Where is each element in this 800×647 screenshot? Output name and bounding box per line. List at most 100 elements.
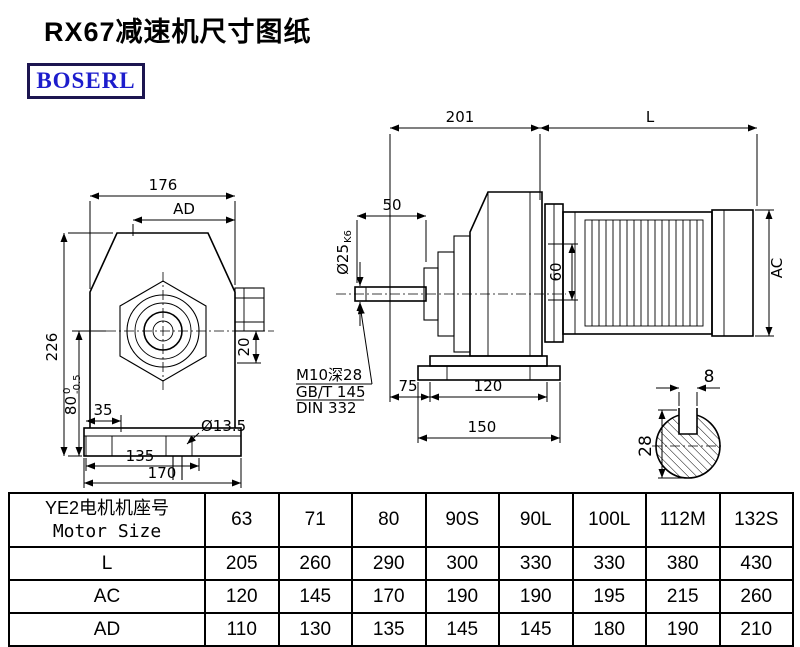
value-cell: 205 — [204, 546, 280, 581]
dim-226: 226 — [43, 232, 113, 457]
value-cell: 330 — [498, 546, 574, 581]
value-cell: 330 — [571, 546, 647, 581]
dim-135-label: 135 — [126, 447, 155, 465]
size-cell: 80 — [351, 492, 427, 548]
value-cell: 170 — [351, 579, 427, 614]
value-cell: 430 — [718, 546, 794, 581]
table-header-row: YE2电机机座号 Motor Size 63 71 80 90S 90L 100… — [8, 492, 794, 548]
value-cell: 120 — [204, 579, 280, 614]
dim-60-label: 60 — [547, 262, 565, 281]
dim-35-label: 35 — [93, 401, 112, 419]
dim-80-label: 80 — [62, 396, 80, 415]
brand-logo-text: BOSERL — [36, 68, 136, 93]
value-cell: 300 — [424, 546, 500, 581]
dim-8: 8 — [656, 367, 720, 406]
dim-50-label: 50 — [382, 196, 401, 214]
keyway-slot — [678, 408, 698, 435]
value-cell: 130 — [277, 612, 353, 647]
dim-20: 20 — [235, 331, 261, 364]
gearbox-base — [83, 427, 242, 457]
dim-20-label: 20 — [235, 337, 253, 356]
dim-176-label: 176 — [149, 176, 178, 194]
dim-L-label: L — [646, 108, 655, 126]
dim-AD: AD — [132, 200, 235, 236]
dim-150: 150 — [417, 382, 561, 443]
value-cell: 110 — [204, 612, 280, 647]
motor-size-table: YE2电机机座号 Motor Size 63 71 80 90S 90L 100… — [8, 492, 794, 647]
gearbox-housing-outline — [89, 232, 236, 428]
size-cell: 90L — [498, 492, 574, 548]
gearbox-body — [469, 191, 543, 357]
value-cell: 190 — [498, 579, 574, 614]
size-cell: 63 — [204, 492, 280, 548]
size-cell: 100L — [571, 492, 647, 548]
dim-170-label: 170 — [148, 464, 177, 482]
value-cell: 195 — [571, 579, 647, 614]
dim-28: 28 — [636, 409, 686, 479]
side-view: 201 L 50 Ø25 K6 60 — [296, 108, 786, 443]
dim-75-120: 75 120 — [390, 377, 548, 402]
size-cell: 112M — [645, 492, 721, 548]
dim-135: 135 — [85, 447, 200, 471]
value-cell: 215 — [645, 579, 721, 614]
motor-cooling-fins — [584, 219, 704, 327]
value-cell: 190 — [645, 612, 721, 647]
value-cell: 260 — [718, 579, 794, 614]
value-cell: 135 — [351, 612, 427, 647]
dim-170: 170 — [83, 458, 242, 488]
dim-226-label: 226 — [43, 333, 61, 362]
dim-AC-label: AC — [768, 258, 786, 278]
technical-drawing: 176 AD 226 80 0 -0.5 — [43, 108, 786, 488]
dim-AC: AC — [755, 209, 786, 337]
dim-201-label: 201 — [446, 108, 475, 126]
header-motor-size-cell: YE2电机机座号 Motor Size — [8, 492, 206, 548]
thread-notes: M10深28 GB/T 145 DIN 332 — [296, 304, 373, 417]
dim-8-label: 8 — [704, 367, 715, 387]
front-view: 176 AD 226 80 0 -0.5 — [43, 176, 274, 488]
table-row-AD: AD 110 130 135 145 145 180 190 210 — [8, 612, 794, 647]
dim-50: 50 — [356, 196, 427, 283]
dim-hole-13-5: Ø13.5 — [186, 417, 246, 445]
dim-80-tol-upper: 0 — [62, 388, 73, 394]
row-label: AC — [8, 579, 206, 614]
value-cell: 190 — [424, 579, 500, 614]
header-motor-size-en: Motor Size — [52, 521, 162, 542]
size-cell: 132S — [718, 492, 794, 548]
value-cell: 210 — [718, 612, 794, 647]
dim-shaft-diameter: Ø25 K6 — [334, 230, 364, 326]
value-cell: 290 — [351, 546, 427, 581]
page-title: RX67减速机尺寸图纸 — [44, 17, 312, 47]
shaft-fit-label: K6 — [343, 230, 354, 243]
value-cell: 180 — [571, 612, 647, 647]
foot-section-left — [85, 435, 113, 457]
motor-fan-cover — [711, 209, 754, 337]
input-shaft-box — [234, 287, 265, 332]
foot-section-right — [165, 435, 193, 457]
size-cell: 71 — [277, 492, 353, 548]
dim-35: 35 — [86, 401, 122, 432]
table-row-AC: AC 120 145 170 190 190 195 215 260 — [8, 579, 794, 614]
thread-note-m10: M10深28 — [296, 366, 362, 384]
table-row-L: L 205 260 290 300 330 330 380 430 — [8, 546, 794, 581]
dim-150-label: 150 — [468, 418, 497, 436]
dim-AD-label: AD — [173, 200, 195, 218]
value-cell: 145 — [498, 612, 574, 647]
dim-75-label: 75 — [398, 377, 417, 395]
value-cell: 145 — [277, 579, 353, 614]
dim-176: 176 — [89, 176, 236, 289]
motor — [544, 203, 754, 343]
dim-201-L: 201 L — [389, 108, 758, 402]
hole-label: Ø13.5 — [201, 417, 246, 435]
dim-60: 60 — [547, 243, 578, 301]
thread-note-gbt: GB/T 145 — [296, 383, 366, 401]
row-label: L — [8, 546, 206, 581]
value-cell: 145 — [424, 612, 500, 647]
thread-note-din: DIN 332 — [296, 399, 357, 417]
value-cell: 260 — [277, 546, 353, 581]
shaft-section-view: 8 28 — [636, 367, 724, 479]
dim-80-tol-lower: -0.5 — [72, 374, 83, 394]
dim-120-label: 120 — [474, 377, 503, 395]
size-cell: 90S — [424, 492, 500, 548]
brand-logo-box: BOSERL — [27, 63, 145, 99]
gearbox-base-side — [417, 355, 561, 381]
